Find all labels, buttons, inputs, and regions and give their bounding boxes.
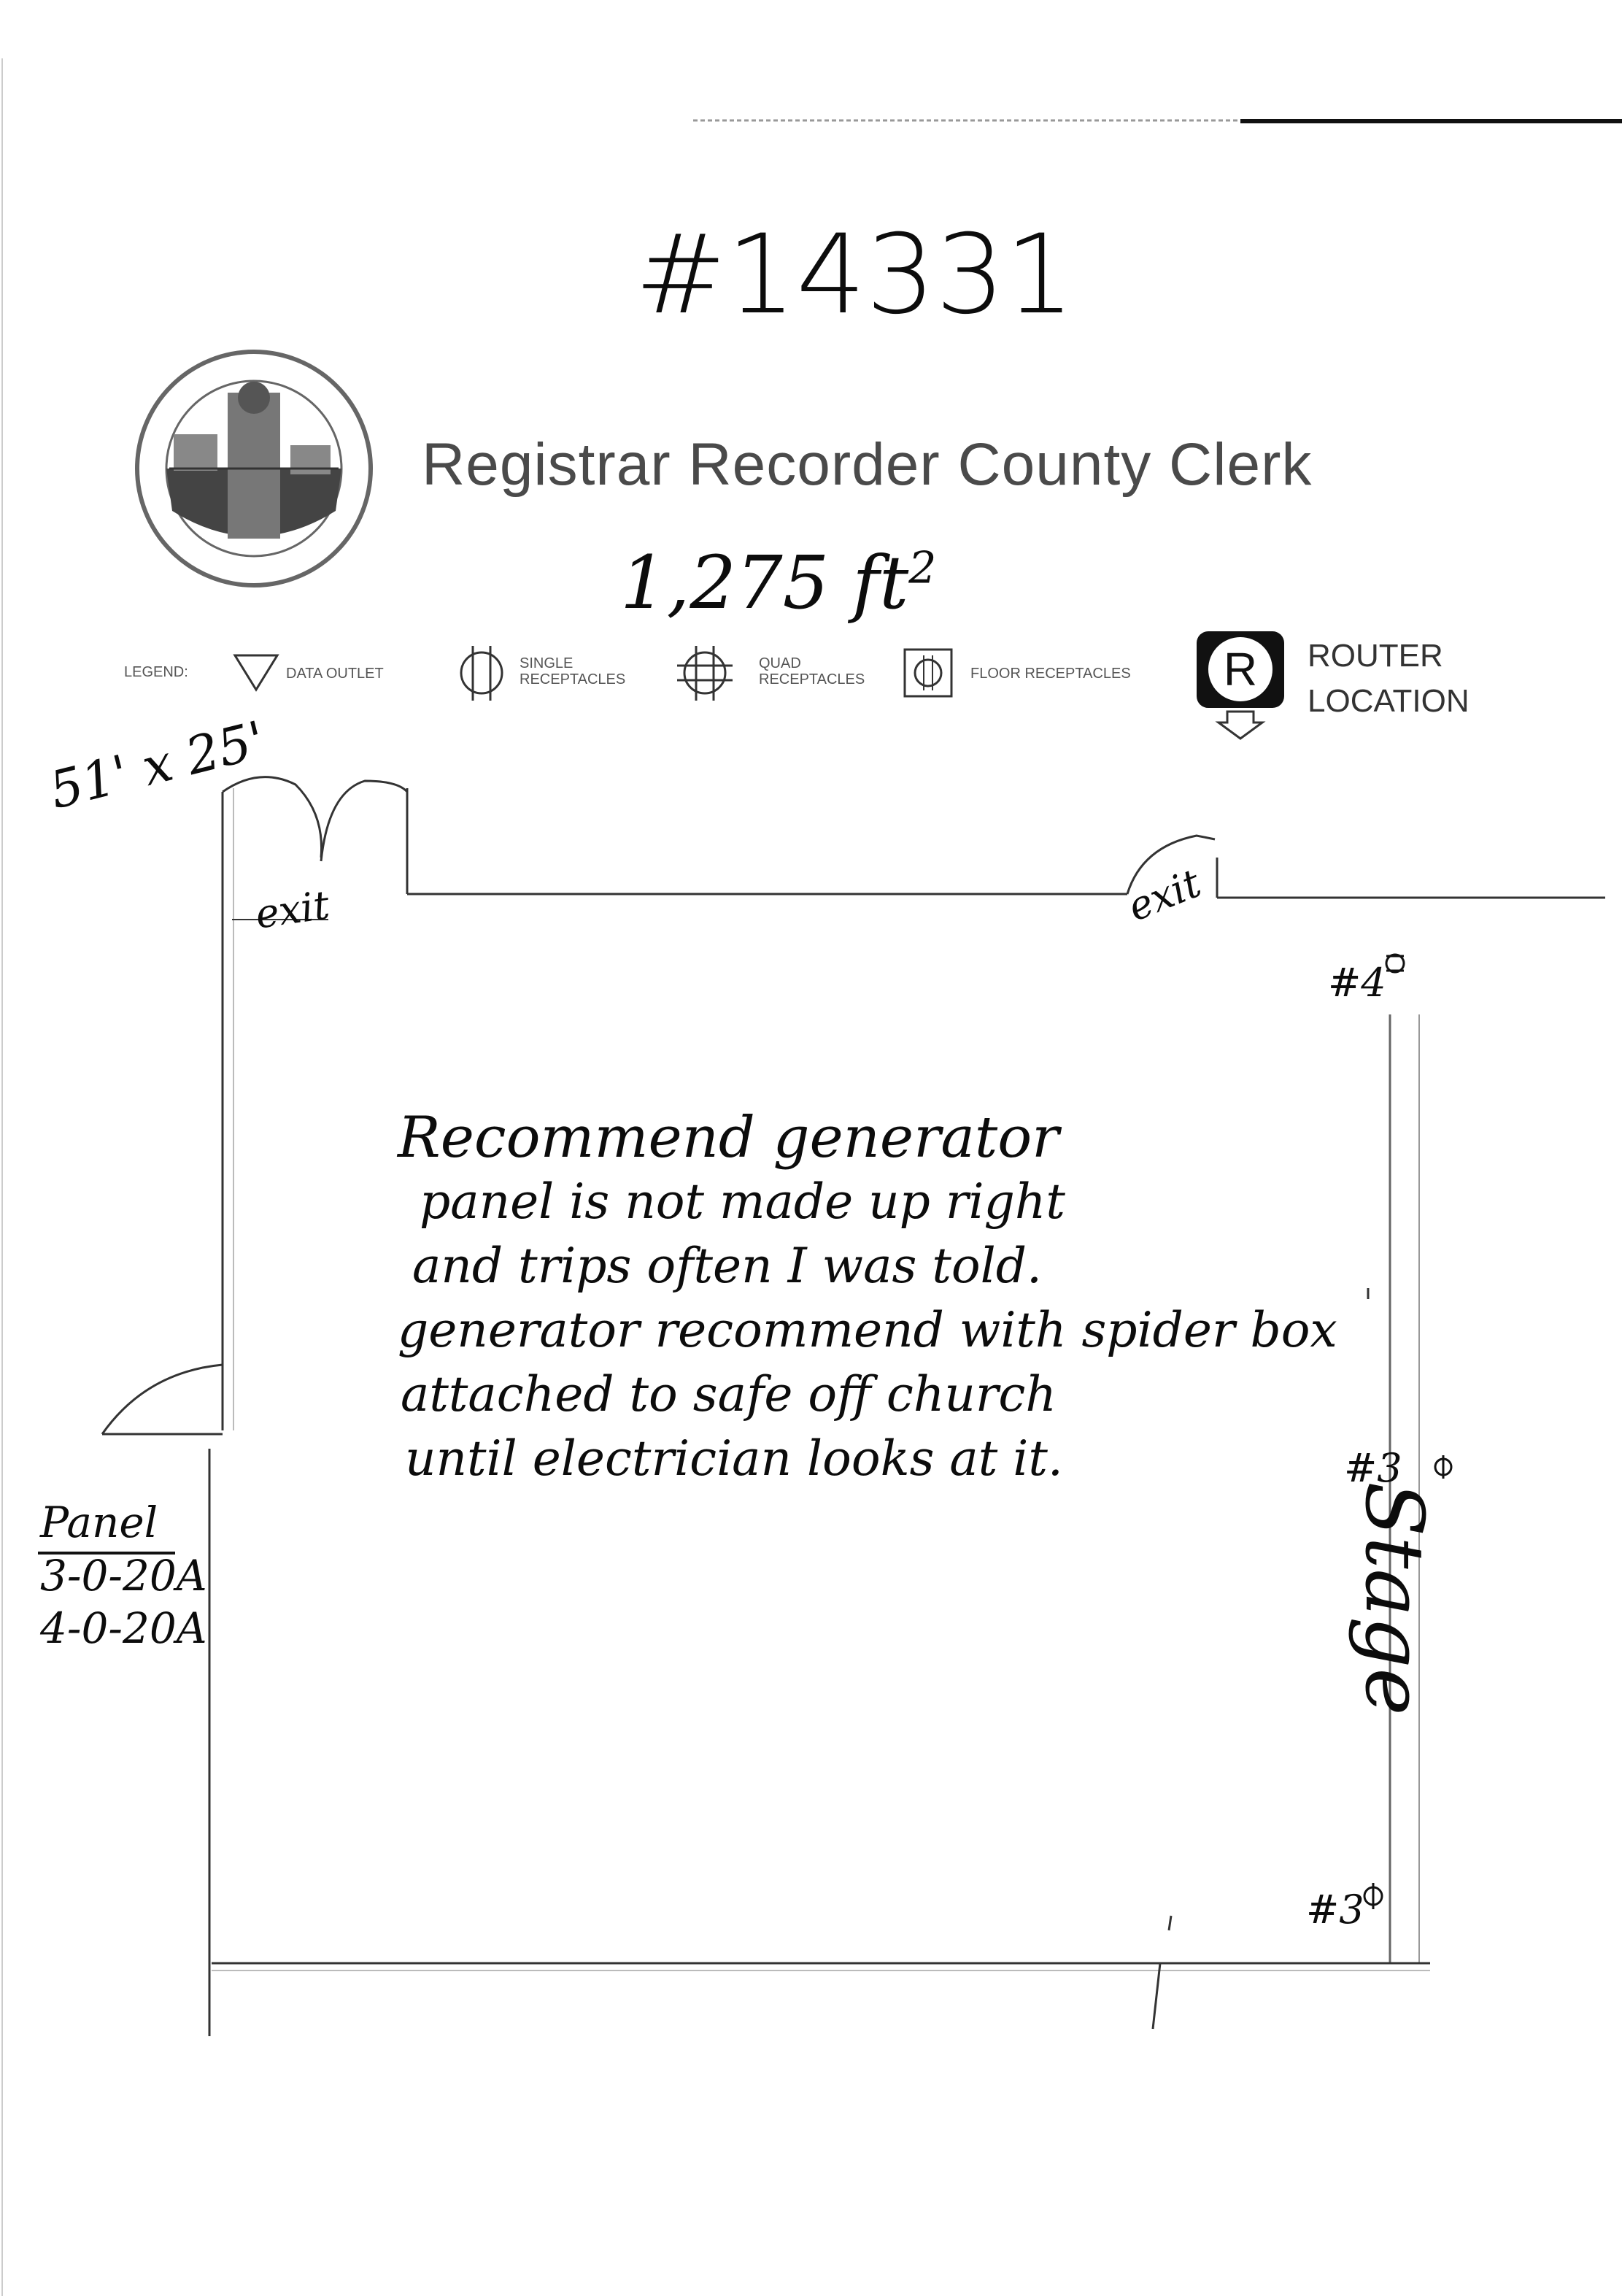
- legend-router-location: ROUTER LOCATION: [1308, 633, 1470, 723]
- outlet-label-4: #4: [1328, 960, 1386, 1006]
- stage-label: Stage: [1348, 1482, 1441, 1716]
- legend-single-line2: RECEPTACLES: [520, 671, 626, 687]
- agency-title: Registrar Recorder County Clerk: [422, 431, 1313, 498]
- panel-label: Panel: [40, 1498, 158, 1547]
- panel-line-2: 4-0-20A: [40, 1603, 207, 1653]
- note-line-4: generator recommend with spider box: [398, 1302, 1337, 1358]
- outlet-label-3-lower: #3: [1306, 1887, 1364, 1933]
- legend-quad-receptacles: QUAD RECEPTACLES: [759, 655, 865, 687]
- router-letter: R: [1223, 643, 1258, 696]
- legend-router-line1: ROUTER: [1308, 638, 1443, 674]
- note-line-3: and trips often I was told.: [412, 1238, 1042, 1294]
- handwritten-note: Recommend generator panel is not made up…: [398, 1106, 1337, 1491]
- legend-label: LEGEND:: [124, 664, 188, 680]
- legend-floor-receptacles: FLOOR RECEPTACLES: [970, 666, 1131, 682]
- legend-quad-line2: RECEPTACLES: [759, 671, 865, 687]
- panel-info: Panel 3-0-20A 4-0-20A: [40, 1496, 207, 1655]
- area-text: 1,275 ft: [620, 540, 909, 625]
- legend-quad-line1: QUAD: [759, 655, 801, 671]
- note-line-5: attached to safe off church: [401, 1366, 1057, 1422]
- area-value: 1,275 ft2: [620, 540, 936, 625]
- legend-router-line2: LOCATION: [1308, 682, 1470, 719]
- panel-line-1: 3-0-20A: [40, 1550, 207, 1600]
- legend-data-outlet: DATA OUTLET: [286, 666, 384, 682]
- legend-single-receptacles: SINGLE RECEPTACLES: [520, 655, 625, 687]
- note-line-1: Recommend generator: [398, 1105, 1059, 1171]
- legend-single-line1: SINGLE: [520, 655, 574, 671]
- area-exponent: 2: [908, 542, 937, 594]
- note-line-2: panel is not made up right: [420, 1174, 1065, 1230]
- form-number: #14331: [635, 212, 1075, 339]
- note-line-6: until electrician looks at it.: [405, 1430, 1063, 1487]
- outlet-label-3-upper: #3: [1344, 1445, 1402, 1491]
